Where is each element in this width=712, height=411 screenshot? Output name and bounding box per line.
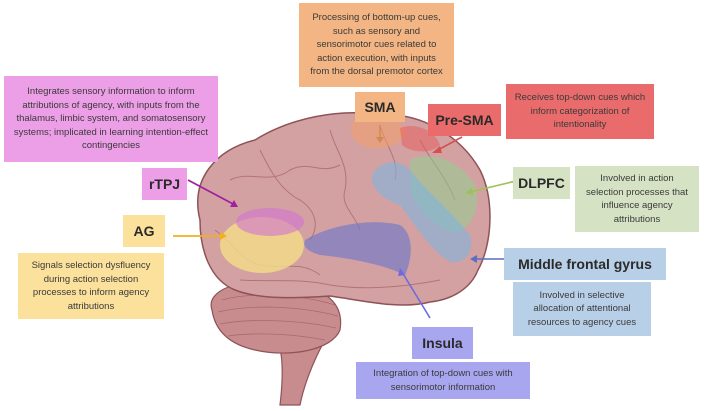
rtpj-arrow — [187, 179, 236, 206]
mfg-label-box: Middle frontal gyrus — [504, 248, 666, 280]
presma-description: Receives top-down cues which inform cate… — [514, 92, 646, 131]
insula-label-box: Insula — [412, 327, 473, 359]
insula-label: Insula — [422, 335, 463, 351]
ag-label-box: AG — [123, 215, 165, 247]
ag-arrowhead — [220, 232, 227, 240]
mfg-description-box: Involved in selective allocation of atte… — [513, 282, 651, 336]
presma-arrowhead — [432, 146, 442, 153]
presma-label: Pre-SMA — [435, 112, 494, 128]
sma-region — [350, 118, 406, 149]
ag-label: AG — [133, 223, 155, 239]
insula-description: Integration of top-down cues with sensor… — [373, 368, 513, 393]
presma-description-box: Receives top-down cues which inform cate… — [506, 84, 654, 139]
rtpj-region — [236, 208, 304, 236]
rtpj-arrowhead — [230, 200, 238, 207]
connectors — [173, 125, 528, 319]
sma-description: Processing of bottom-up cues, such as se… — [310, 12, 443, 78]
mfg-arrowhead — [470, 255, 477, 263]
dlpfc-label: DLPFC — [518, 175, 565, 191]
rtpj-description-box: Integrates sensory information to inform… — [4, 76, 218, 162]
sma-label-box: SMA — [355, 92, 405, 122]
mfg-label: Middle frontal gyrus — [518, 256, 652, 272]
mfg-description: Involved in selective allocation of atte… — [527, 289, 637, 328]
dlpfc-label-box: DLPFC — [513, 167, 570, 199]
ag-description-box: Signals selection dysfluency during acti… — [18, 253, 164, 319]
insula-arrow — [401, 271, 431, 319]
insula-region — [304, 222, 411, 275]
mfg-region — [371, 162, 472, 263]
rtpj-label-box: rTPJ — [142, 168, 187, 200]
dlpfc-arrowhead — [465, 188, 473, 195]
rtpj-description: Integrates sensory information to inform… — [13, 86, 209, 152]
presma-label-box: Pre-SMA — [428, 104, 501, 136]
insula-arrowhead — [398, 268, 405, 276]
sma-label: SMA — [364, 99, 396, 115]
sma-description-box: Processing of bottom-up cues, such as se… — [299, 3, 454, 87]
sma-arrowhead — [376, 137, 384, 143]
dlpfc-description: Involved in action selection processes t… — [586, 173, 688, 225]
dlpfc-arrow — [469, 179, 521, 193]
rtpj-label: rTPJ — [148, 176, 181, 192]
dlpfc-description-box: Involved in action selection processes t… — [575, 166, 699, 232]
insula-description-box: Integration of top-down cues with sensor… — [356, 362, 530, 399]
ag-description: Signals selection dysfluency during acti… — [31, 260, 151, 312]
